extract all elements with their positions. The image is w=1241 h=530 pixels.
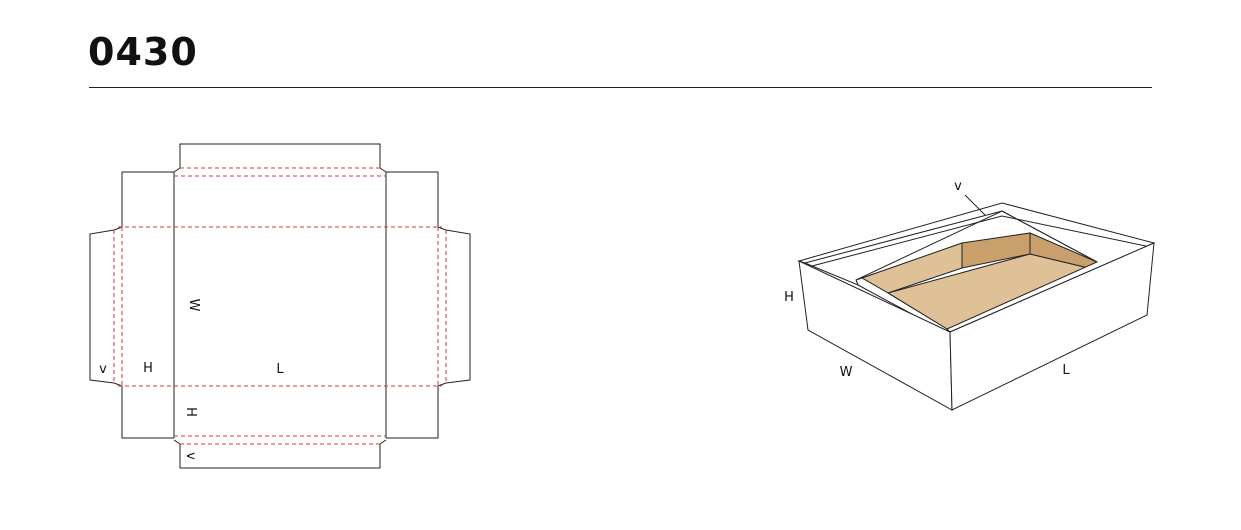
box-side-wall: [949, 242, 1155, 411]
box-rim: [797, 202, 1156, 333]
box-3d: v H W L: [784, 179, 1156, 411]
flat-layout: v H L W H v: [89, 143, 471, 469]
page-title: 0430: [88, 30, 198, 74]
flat-label-h-bottom: H: [183, 407, 198, 417]
box-label-l: L: [1062, 363, 1070, 378]
box-label-h: H: [784, 290, 794, 305]
crease-lines: [113, 167, 447, 445]
right-flap-outline: [386, 171, 471, 439]
title-divider: [89, 87, 1152, 88]
box-label-w: W: [840, 365, 853, 380]
top-flap-outline: [173, 143, 387, 173]
flat-outline: [89, 143, 471, 469]
flat-label-h: H: [143, 361, 153, 376]
v-leader-line: [964, 194, 986, 216]
flat-label-v-bottom: v: [183, 452, 198, 460]
left-flap-outline: [89, 171, 174, 439]
flat-label-v: v: [99, 362, 107, 377]
bottom-flap-outline: [173, 439, 387, 469]
flat-label-w: W: [186, 299, 201, 312]
box-label-v: v: [954, 179, 962, 194]
flat-label-l: L: [276, 362, 284, 377]
